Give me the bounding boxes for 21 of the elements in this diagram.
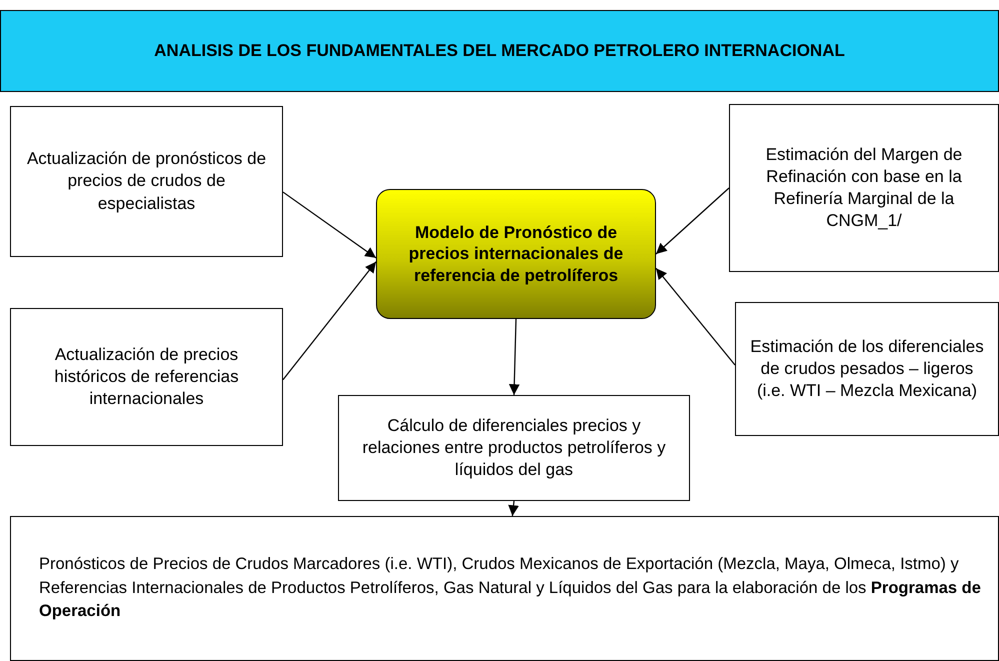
arrow [656, 188, 730, 254]
title-banner: ANALISIS DE LOS FUNDAMENTALES DEL MERCADO PETROLERO INTERNACIONAL [0, 10, 999, 92]
node-text: Actualización de precios históricos de referencias internacionales [53, 344, 240, 410]
process-box [735, 302, 999, 436]
node-text: Pronósticos de Precios de Crudos Marcadores (i.e. WTI), Crudos Mexicanos de Exportación (Mezcla, Maya, Olmeca, Istmo) y Referencias Internacionales de Productos Petrolíferos, Gas Natural y Líquidos del Gas para la elaboración de los Programas de Operación [39, 554, 982, 622]
process-box [10, 308, 283, 446]
output-box [10, 516, 999, 661]
node-text: Estimación del Margen de Refinación con base en la Refinería Marginal de la CNGM_1/ [764, 144, 964, 232]
node-text: Modelo de Pronóstico de precios internacionales de referencia de petrolíferos [408, 222, 624, 286]
process-box [729, 104, 999, 272]
arrow [656, 268, 736, 366]
node-text: Estimación de los diferenciales de crudos pesados – ligeros (i.e. WTI – Mezcla Mexicana) [749, 336, 985, 402]
arrow [508, 500, 519, 516]
node-text: Cálculo de diferenciales precios y relaciones entre productos petrolíferos y líquidos del gas [361, 414, 667, 482]
model-box [376, 189, 656, 319]
arrow [508, 318, 520, 396]
node-text: Actualización de pronósticos de precios de crudos de especialistas [26, 148, 268, 215]
process-box [338, 395, 690, 501]
process-box [10, 106, 283, 257]
arrow [282, 192, 376, 258]
arrow [282, 261, 376, 380]
